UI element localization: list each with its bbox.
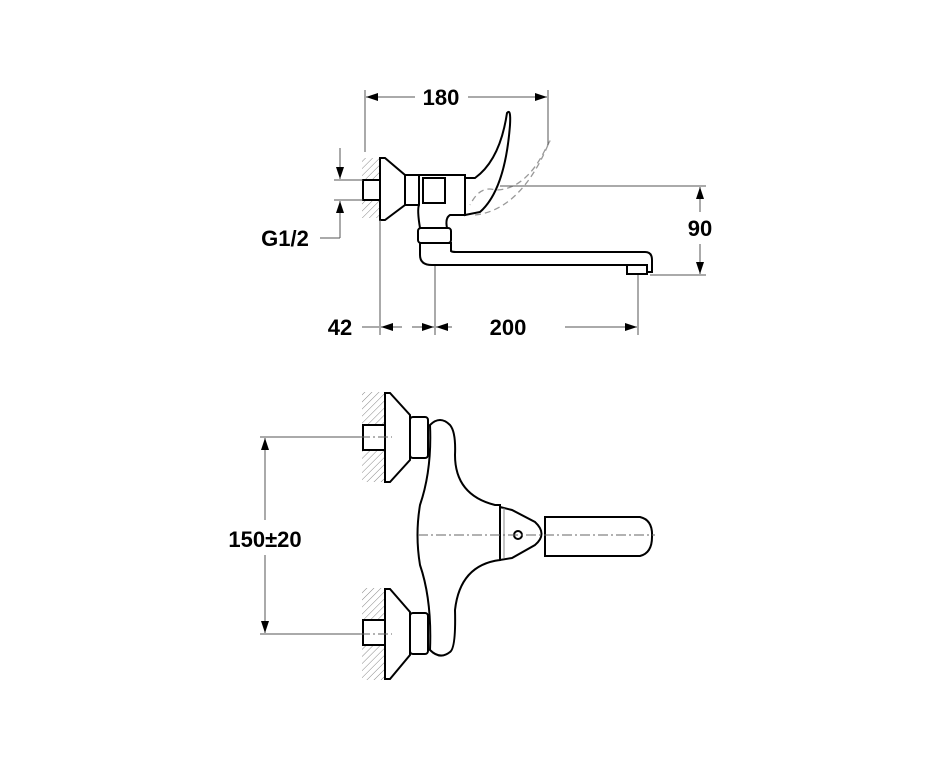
dim-inlet-spacing: 150±20	[228, 527, 301, 552]
nut-upper	[409, 416, 429, 459]
inlet-pipe-lower	[362, 619, 386, 646]
swivel-ring	[417, 227, 452, 244]
escutcheon-upper	[384, 392, 411, 483]
escutcheon-lower	[384, 588, 411, 680]
lever-alt-position	[469, 140, 551, 216]
body-cap	[422, 177, 446, 204]
nut-lower	[409, 612, 429, 655]
mixer-body-front	[416, 419, 501, 657]
dim-overall-width: 180	[423, 85, 460, 110]
lever-front	[544, 516, 654, 557]
dim-wall-offset: 42	[328, 315, 352, 340]
side-view: 180 90 G1/2 42 200	[261, 85, 712, 340]
inlet-pipe	[362, 179, 381, 201]
spout	[419, 242, 653, 273]
lever-handle	[464, 110, 512, 217]
aerator	[626, 264, 648, 275]
dim-height: 90	[688, 216, 712, 241]
escutcheon	[379, 157, 406, 221]
dim-spout-reach: 200	[490, 315, 527, 340]
nut	[404, 174, 420, 206]
thread-label: G1/2	[261, 226, 309, 251]
front-view: 150±20	[228, 392, 655, 680]
